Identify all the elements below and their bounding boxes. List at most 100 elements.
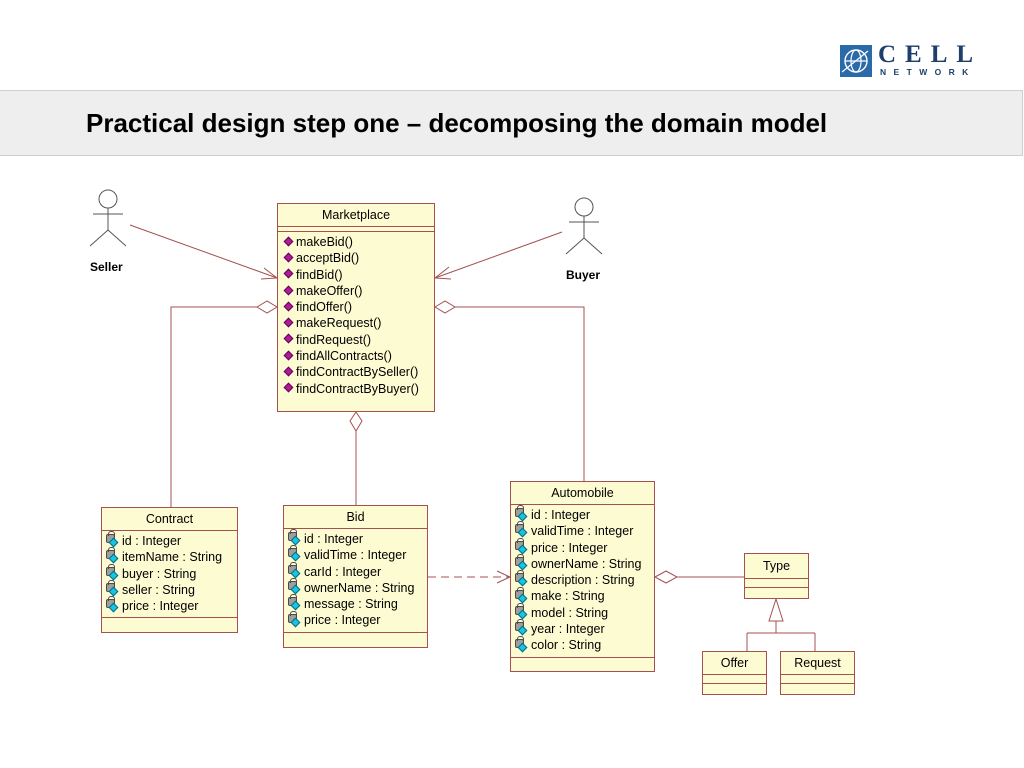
private-attribute-icon [105,547,121,564]
type-class[interactable]: Type [744,553,809,599]
private-attribute-icon [514,570,530,587]
operation-row: findContractByBuyer() [281,381,434,397]
automobile-class[interactable]: Automobile id : Integer validTime : Inte… [510,481,655,672]
attribute-row: model : String [514,602,654,621]
request-class[interactable]: Request [780,651,855,695]
attribute-row: validTime : Integer [287,545,427,563]
attribute-row: year : Integer [514,619,654,637]
private-attribute-icon [287,610,303,628]
private-attribute-icon [514,554,530,571]
private-attribute-icon [287,578,303,595]
private-attribute-icon [514,635,530,653]
attribute-row: id : Integer [287,529,427,547]
private-attribute-icon [514,602,530,620]
attribute-row: validTime : Integer [514,521,654,539]
bid-aggregation [349,411,363,505]
page-title: Practical design step one – decomposing … [86,108,828,138]
attribute-row: id : Integer [105,531,237,549]
buyer-to-marketplace-association [433,231,563,280]
operation-row: findOffer() [281,299,434,315]
public-operation-icon [283,301,294,312]
operation-row: findBid() [281,267,434,283]
seller-actor-label: Seller [90,260,123,274]
attribute-row: message : String [287,594,427,612]
title-band: Practical design step one – decomposing … [0,90,1023,156]
private-attribute-icon [514,619,530,636]
type-generalization [746,597,816,651]
attribute-compartment [278,227,434,232]
attribute-row: buyer : String [105,563,237,582]
private-attribute-icon [514,521,530,538]
attribute-row: id : Integer [514,505,654,523]
logo-word: CELL [878,41,983,68]
attribute-compartment: id : Integer validTime : Integer price :… [511,505,654,658]
public-operation-icon [283,317,294,328]
private-attribute-icon [287,529,303,546]
attribute-row: seller : String [105,580,237,598]
bid-class[interactable]: Bid id : Integer validTime : Integer car… [283,505,428,648]
marketplace-class[interactable]: Marketplace makeBid() acceptBid() findBi… [277,203,435,412]
attribute-row: color : String [514,635,654,653]
attribute-compartment: id : Integer validTime : Integer carId :… [284,529,427,633]
private-attribute-icon [105,531,121,548]
attribute-compartment: id : Integer itemName : String buyer : S… [102,531,237,619]
seller-actor-figure [89,189,127,247]
class-name: Offer [703,652,766,675]
public-operation-icon [283,366,294,377]
operation-row: findContractBySeller() [281,364,434,380]
operation-row: makeRequest() [281,315,434,331]
private-attribute-icon [287,561,303,579]
public-operation-icon [283,382,294,393]
operation-row: findRequest() [281,332,434,348]
private-attribute-icon [514,537,530,555]
private-attribute-icon [287,545,303,562]
class-name: Request [781,652,854,675]
private-attribute-icon [514,505,530,522]
attribute-compartment [703,675,766,684]
private-attribute-icon [105,596,121,613]
operation-row: acceptBid() [281,250,434,266]
class-name: Contract [102,508,237,531]
globe-icon [840,45,872,77]
operation-row: makeOffer() [281,283,434,299]
public-operation-icon [283,268,294,279]
class-name: Bid [284,506,427,529]
operation-row: findAllContracts() [281,348,434,364]
public-operation-icon [283,350,294,361]
private-attribute-icon [287,594,303,611]
attribute-row: carId : Integer [287,561,427,580]
automobile-aggregation [434,300,585,481]
operation-row: makeBid() [281,234,434,250]
buyer-actor-label: Buyer [566,268,601,282]
cell-network-logo: CELL NETWORK [840,42,975,80]
public-operation-icon [283,252,294,263]
bid-to-automobile-dependency [428,570,512,584]
attribute-row: itemName : String [105,547,237,565]
class-name: Marketplace [278,204,434,227]
public-operation-icon [283,285,294,295]
contract-class[interactable]: Contract id : Integer itemName : String … [101,507,238,633]
public-operation-icon [283,333,294,344]
class-name: Automobile [511,482,654,505]
private-attribute-icon [105,563,121,581]
attribute-compartment [781,675,854,684]
public-operation-icon [283,236,294,247]
attribute-row: price : Integer [287,610,427,628]
attribute-row: price : Integer [514,537,654,556]
attribute-row: price : Integer [105,596,237,614]
private-attribute-icon [105,580,121,597]
operation-compartment: makeBid() acceptBid() findBid() makeOffe… [278,232,434,397]
contract-aggregation [170,300,278,507]
attribute-compartment [745,579,808,588]
attribute-row: ownerName : String [514,554,654,572]
attribute-row: description : String [514,570,654,588]
offer-class[interactable]: Offer [702,651,767,695]
seller-to-marketplace-association [129,224,279,280]
attribute-row: ownerName : String [287,578,427,596]
class-name: Type [745,554,808,579]
type-aggregation [653,570,744,584]
private-attribute-icon [514,586,530,604]
logo-subtitle: NETWORK [880,67,976,77]
buyer-actor-figure [565,197,603,255]
